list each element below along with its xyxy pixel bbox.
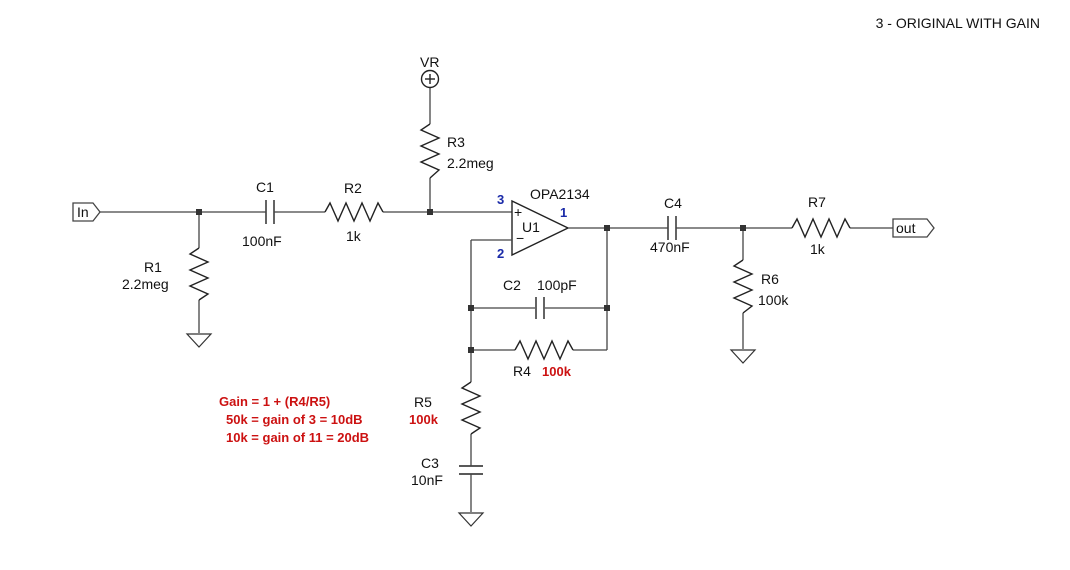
gain-note-50k: 50k = gain of 3 = 10dB: [226, 412, 363, 427]
u1-pin-minus: 2: [497, 246, 504, 261]
gain-note-10k: 10k = gain of 11 = 20dB: [226, 430, 369, 445]
r2-ref: R2: [344, 180, 362, 196]
out-port-label: out: [896, 220, 916, 236]
out-port: out: [892, 218, 935, 238]
r3-value: 2.2meg: [447, 155, 494, 171]
r5-value: 100k: [409, 412, 439, 427]
ground-symbol-c3: [457, 512, 485, 527]
gain-note-formula: Gain = 1 + (R4/R5): [219, 394, 330, 409]
junction-dots: [196, 209, 746, 353]
page-title: 3 - ORIGINAL WITH GAIN: [876, 15, 1040, 31]
c2-ref: C2: [503, 277, 521, 293]
resistor-r1: R1 2.2meg: [122, 247, 210, 301]
r6-ref: R6: [761, 271, 779, 287]
c4-value: 470nF: [650, 239, 690, 255]
in-port-label: In: [77, 204, 89, 220]
output-wiring: [679, 227, 893, 349]
opamp-u1: + − U1 OPA2134 3 2 1: [497, 186, 590, 261]
capacitor-c4: C4 470nF: [650, 195, 690, 255]
c3-ref: C3: [421, 455, 439, 471]
in-port: In: [72, 202, 101, 222]
c1-ref: C1: [256, 179, 274, 195]
c1-value: 100nF: [242, 233, 282, 249]
r1-ref: R1: [144, 259, 162, 275]
r5-ref: R5: [414, 394, 432, 410]
gain-notes: Gain = 1 + (R4/R5) 50k = gain of 3 = 10d…: [219, 394, 369, 445]
u1-ref: U1: [522, 219, 540, 235]
u1-pin-plus: 3: [497, 192, 504, 207]
capacitor-c2: C2 100pF: [503, 277, 577, 319]
r3-ref: R3: [447, 134, 465, 150]
resistor-r3: R3 2.2meg: [419, 123, 494, 179]
c2-value: 100pF: [537, 277, 577, 293]
resistor-r2: R2 1k: [324, 180, 384, 244]
resistor-r5: R5 100k: [409, 381, 482, 435]
input-wiring: [100, 88, 512, 333]
u1-part: OPA2134: [530, 186, 590, 202]
r1-value: 2.2meg: [122, 276, 169, 292]
u1-minus-sign: −: [516, 230, 524, 246]
resistor-r4: R4 100k: [513, 339, 574, 379]
r7-value: 1k: [810, 241, 826, 257]
ground-symbol-r1: [185, 333, 213, 348]
r2-value: 1k: [346, 228, 362, 244]
vr-label: VR: [420, 54, 439, 70]
u1-plus-sign: +: [514, 204, 522, 220]
resistor-r6: R6 100k: [732, 259, 789, 314]
r4-ref: R4: [513, 363, 531, 379]
vr-supply: VR: [420, 54, 439, 89]
c3-value: 10nF: [411, 472, 443, 488]
ground-symbol-r6: [729, 349, 757, 364]
r7-ref: R7: [808, 194, 826, 210]
u1-pin-out: 1: [560, 205, 567, 220]
resistor-r7: R7 1k: [791, 194, 851, 257]
capacitor-c1: C1 100nF: [242, 179, 282, 249]
r4-value: 100k: [542, 364, 572, 379]
c4-ref: C4: [664, 195, 682, 211]
r6-value: 100k: [758, 292, 789, 308]
capacitor-c3: C3 10nF: [411, 455, 483, 488]
